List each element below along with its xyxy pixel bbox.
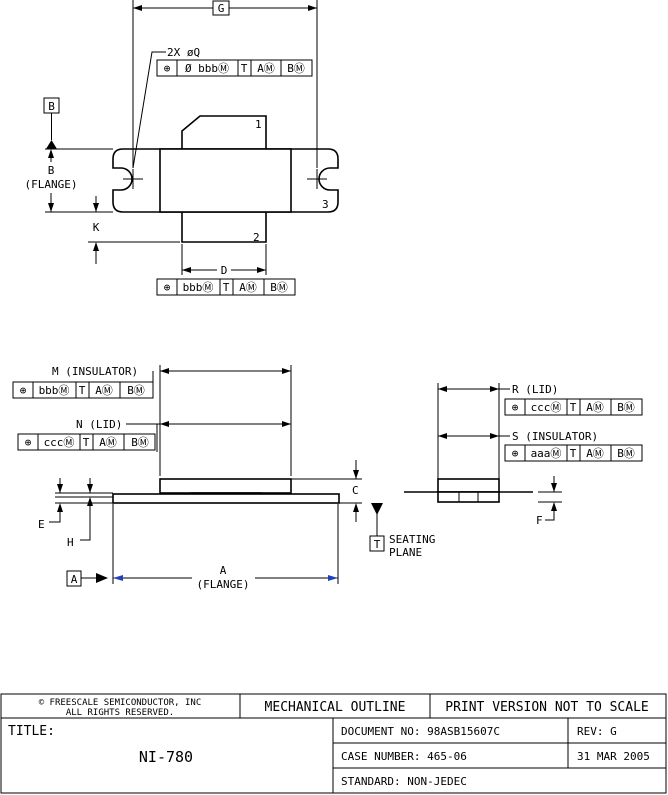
fcf-datum-b: BⓂ	[287, 62, 305, 75]
seating-plane-line1: SEATING	[389, 533, 435, 546]
insulator-fcf: ⊕ bbbⓂ T AⓂ BⓂ	[12, 381, 154, 399]
dim-m-label: M (INSULATOR)	[52, 365, 138, 378]
end-insulator-fcf: ⊕ aaaⓂ T AⓂ BⓂ	[504, 444, 643, 462]
fcf-tolerance: bbbⓂ	[183, 281, 214, 294]
fcf-datum-a: AⓂ	[95, 384, 113, 397]
fcf-tolerance: cccⓂ	[531, 401, 562, 414]
title-value: NI-780	[139, 748, 193, 766]
fcf-position-symbol: ⊕	[25, 436, 32, 449]
top-view: G 2X øQ ⊕ Ø bbbⓂ T AⓂ BⓂ B B (FLANGE)	[25, 0, 339, 296]
datum-a-box: A	[71, 573, 78, 586]
end-lid-profile	[437, 478, 500, 493]
fcf-tolerance: cccⓂ	[44, 436, 75, 449]
fcf-datum-b: BⓂ	[127, 384, 145, 397]
standard: STANDARD: NON-JEDEC	[341, 775, 467, 788]
lid-body	[159, 148, 292, 213]
fcf-datum-b: BⓂ	[617, 447, 635, 460]
dim-a-label: A	[220, 564, 227, 577]
fcf-tolerance: Ø bbbⓂ	[185, 62, 229, 75]
fcf-position-symbol: ⊕	[512, 447, 519, 460]
datum-b-box: B	[48, 100, 55, 113]
title-label: TITLE:	[8, 724, 55, 739]
fcf-datum-t: T	[83, 436, 90, 449]
dim-a-note: (FLANGE)	[197, 578, 250, 591]
dim-r-label: R (LID)	[512, 383, 558, 396]
dim-g-label: G	[218, 2, 225, 15]
flange-outline	[112, 148, 339, 213]
fcf-datum-t: T	[241, 62, 248, 75]
fcf-datum-a: AⓂ	[586, 401, 604, 414]
pin-1-label: 1	[255, 118, 262, 131]
fcf-datum-a: AⓂ	[257, 62, 275, 75]
lid-profile	[159, 478, 292, 494]
fcf-datum-b: BⓂ	[270, 281, 288, 294]
revision: REV: G	[577, 725, 617, 738]
end-flange-profile	[437, 491, 500, 503]
copyright-line-1: © FREESCALE SEMICONDUCTOR, INC	[39, 698, 202, 708]
end-view: R (LID) ⊕ cccⓂ T AⓂ BⓂ S (INSULATOR) ⊕ a…	[404, 383, 643, 527]
flange-profile	[112, 493, 340, 504]
dim-c-label: C	[352, 484, 359, 497]
lead-2	[181, 212, 267, 243]
dim-d-label: D	[221, 264, 228, 277]
hole-position-fcf: ⊕ Ø bbbⓂ T AⓂ BⓂ	[156, 59, 313, 77]
dim-e-label: E	[38, 518, 45, 531]
side-view: M (INSULATOR) ⊕ bbbⓂ T AⓂ BⓂ N (LID)	[12, 365, 435, 591]
title-block: © FREESCALE SEMICONDUCTOR, INC ALL RIGHT…	[0, 693, 667, 794]
fcf-position-symbol: ⊕	[20, 384, 27, 397]
fcf-position-symbol: ⊕	[164, 62, 171, 75]
dim-b-note: (FLANGE)	[25, 178, 78, 191]
dim-f-label: F	[536, 514, 543, 527]
fcf-datum-a: AⓂ	[99, 436, 117, 449]
fcf-tolerance: bbbⓂ	[39, 384, 70, 397]
fcf-datum-a: AⓂ	[586, 447, 604, 460]
lead-position-fcf: ⊕ bbbⓂ T AⓂ BⓂ	[156, 278, 296, 296]
seating-plane-line2: PLANE	[389, 546, 422, 559]
copyright-line-2: ALL RIGHTS RESERVED.	[66, 708, 174, 718]
fcf-datum-b: BⓂ	[131, 436, 149, 449]
dim-h-label: H	[67, 536, 74, 549]
lid-fcf: ⊕ cccⓂ T AⓂ BⓂ	[17, 433, 156, 451]
fcf-position-symbol: ⊕	[512, 401, 519, 414]
dim-b-label: B	[48, 164, 55, 177]
case-number: CASE NUMBER: 465-06	[341, 750, 467, 763]
dim-n-label: N (LID)	[76, 418, 122, 431]
dim-s-label: S (INSULATOR)	[512, 430, 598, 443]
datum-t-box: T	[374, 538, 381, 551]
fcf-tolerance: aaaⓂ	[531, 447, 562, 460]
fcf-datum-b: BⓂ	[617, 401, 635, 414]
fcf-position-symbol: ⊕	[164, 281, 171, 294]
dim-k-label: K	[93, 221, 100, 234]
print-version-note: PRINT VERSION NOT TO SCALE	[445, 700, 649, 715]
pin-2-label: 2	[253, 231, 260, 244]
lead-1	[181, 115, 267, 149]
fcf-datum-t: T	[570, 447, 577, 460]
hole-callout: 2X øQ	[167, 46, 200, 59]
pin-3-label: 3	[322, 198, 329, 211]
fcf-datum-t: T	[570, 401, 577, 414]
issue-date: 31 MAR 2005	[577, 750, 650, 763]
document-number: DOCUMENT NO: 98ASB15607C	[341, 725, 500, 738]
fcf-datum-a: AⓂ	[239, 281, 257, 294]
mechanical-outline-label: MECHANICAL OUTLINE	[265, 700, 406, 715]
end-lid-fcf: ⊕ cccⓂ T AⓂ BⓂ	[504, 398, 643, 416]
fcf-datum-t: T	[223, 281, 230, 294]
fcf-datum-t: T	[79, 384, 86, 397]
